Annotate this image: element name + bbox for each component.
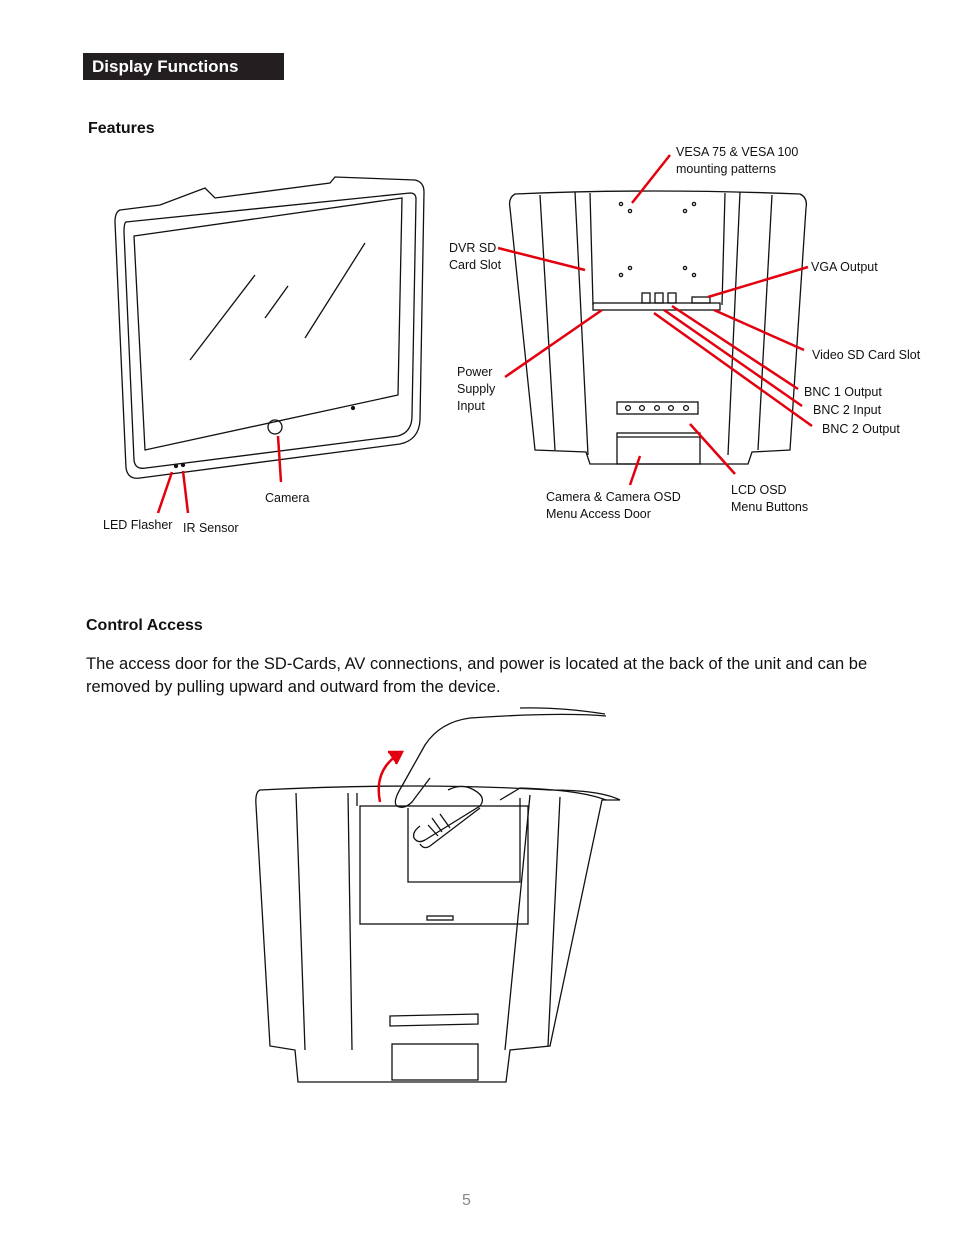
bnc2-output-label: BNC 2 Output (822, 422, 900, 436)
access-door-illustration (255, 707, 621, 1083)
vga-output-label: VGA Output (811, 260, 878, 274)
control-access-paragraph: The access door for the SD-Cards, AV con… (86, 655, 868, 696)
power-label: Power Supply Input (457, 365, 496, 413)
bnc1-output-label: BNC 1 Output (804, 385, 882, 399)
section-title-bar: Display Functions (83, 53, 284, 80)
dvr-sd-label: DVR SD Card Slot (449, 241, 502, 272)
monitor-front-illustration (114, 176, 425, 479)
camera-label: Camera (265, 491, 310, 505)
camera-door-label: Camera & Camera OSD Menu Access Door (546, 490, 681, 521)
control-access-heading: Control Access (86, 617, 203, 634)
front-callout-lines (156, 435, 283, 514)
ir-sensor-label: IR Sensor (183, 521, 239, 535)
monitor-back-illustration (508, 190, 808, 465)
features-heading: Features (88, 120, 155, 137)
led-flasher-label: LED Flasher (103, 518, 173, 532)
page-number: 5 (462, 1192, 471, 1209)
bnc2-input-label: BNC 2 Input (813, 403, 882, 417)
back-callout-lines (497, 154, 813, 486)
lcd-osd-label: LCD OSD Menu Buttons (731, 483, 809, 514)
pull-up-arrow (377, 750, 405, 803)
video-sd-label: Video SD Card Slot (812, 348, 921, 362)
vesa-label: VESA 75 & VESA 100 mounting patterns (676, 145, 799, 176)
